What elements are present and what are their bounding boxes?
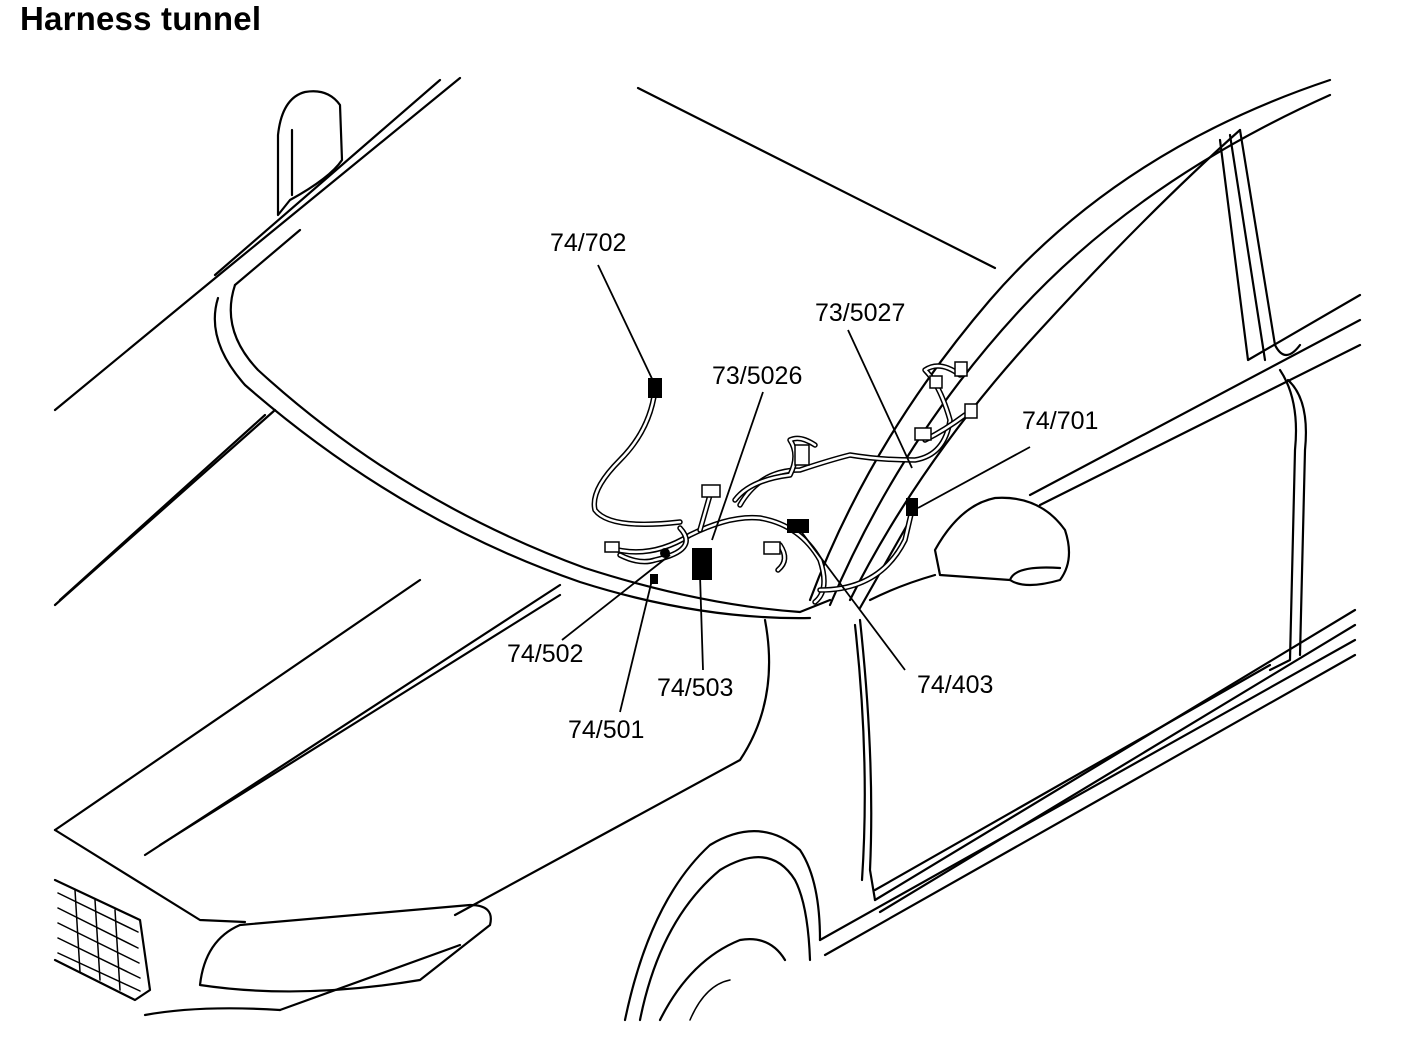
label-74-502: 74/502 (507, 640, 583, 668)
label-74-503: 74/503 (657, 674, 733, 702)
connector-74-701 (906, 498, 918, 516)
connector-small (954, 361, 968, 377)
connector-small (929, 375, 943, 389)
callout-labels: 74/702 73/5026 73/5027 74/701 74/502 74/… (507, 229, 1098, 744)
connector-74-503 (692, 548, 712, 580)
label-74-701: 74/701 (1022, 407, 1098, 435)
connector-small (604, 541, 620, 553)
connector-small (701, 484, 721, 498)
connector-74-702 (648, 378, 662, 398)
connector-74-502 (660, 548, 670, 558)
connector-small (763, 541, 781, 555)
wiring-harness (591, 361, 978, 605)
page-title: Harness tunnel (20, 0, 262, 37)
car-body-outline (53, 76, 1362, 1022)
connector-74-403 (787, 519, 809, 533)
connector-74-501 (650, 574, 658, 584)
connector-small (964, 403, 978, 419)
connector-small (794, 444, 810, 466)
connector-small (914, 427, 932, 441)
label-73-5027: 73/5027 (815, 299, 905, 327)
label-74-702: 74/702 (550, 229, 626, 257)
leader-lines (561, 264, 1031, 713)
label-74-403: 74/403 (917, 671, 993, 699)
label-74-501: 74/501 (568, 716, 644, 744)
label-73-5026: 73/5026 (712, 362, 802, 390)
